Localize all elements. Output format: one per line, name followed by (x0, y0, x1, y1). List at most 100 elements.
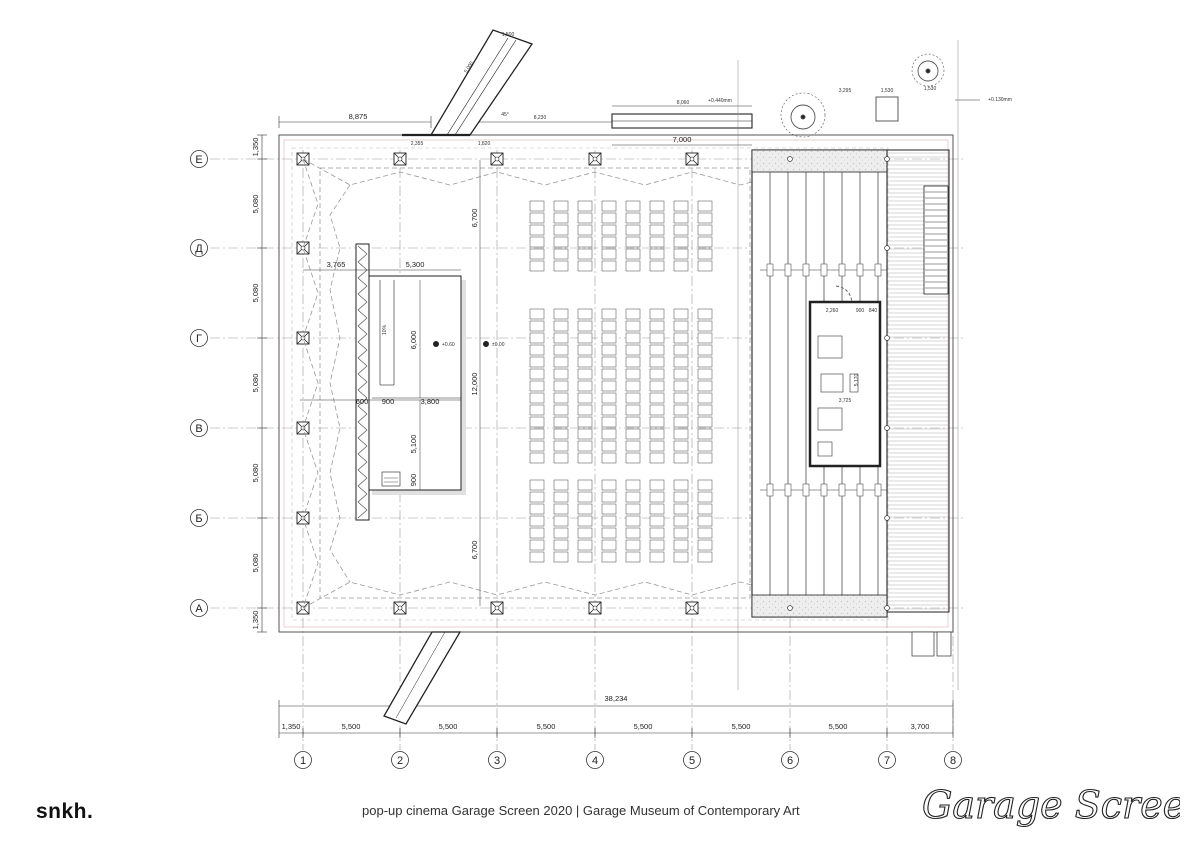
seat (529, 416, 545, 428)
seat (673, 332, 689, 344)
seat (649, 320, 665, 332)
dim-stage-c: 3,800 (421, 397, 440, 406)
level-stage: +0.60 (442, 342, 455, 348)
dim-top-left: 8,875 (349, 112, 368, 121)
seat (649, 212, 665, 224)
seat (577, 527, 593, 539)
seat (697, 527, 713, 539)
seat (529, 503, 545, 515)
dim-row-span-6: 5,080 (251, 554, 260, 573)
axis-row-a: А (190, 599, 208, 617)
seat (529, 320, 545, 332)
column-marker-icon (588, 601, 602, 615)
dim-stage-height: 6,000 (409, 331, 418, 350)
seat (697, 212, 713, 224)
dim-col-span-4: 5,500 (537, 722, 556, 731)
seat (697, 452, 713, 464)
screen-truss (355, 243, 370, 521)
seat (625, 491, 641, 503)
seat (553, 491, 569, 503)
level-marker-icon (483, 341, 489, 347)
seat (601, 380, 617, 392)
seat (673, 527, 689, 539)
dim-stage-d: 5,100 (409, 435, 418, 454)
column-marker-icon (393, 601, 407, 615)
bleacher-posts (787, 156, 890, 611)
seat (601, 392, 617, 404)
seat (649, 404, 665, 416)
svg-text:Г: Г (196, 333, 202, 345)
seat (529, 224, 545, 236)
seat (673, 440, 689, 452)
seat (625, 404, 641, 416)
seat (529, 368, 545, 380)
seat (577, 260, 593, 272)
seat (649, 503, 665, 515)
axis-col-1: 1 (294, 751, 312, 769)
seat (625, 416, 641, 428)
seat (577, 539, 593, 551)
seat (529, 212, 545, 224)
seat (553, 479, 569, 491)
slope-stage: 10% (382, 324, 388, 335)
seat (649, 539, 665, 551)
seat (649, 368, 665, 380)
seat (601, 452, 617, 464)
dim-row-span-1: 1,350 (251, 138, 260, 157)
seat (601, 404, 617, 416)
entrance-kiosk (875, 96, 899, 122)
dim-booth-e: 5,170 (854, 374, 860, 387)
seat (529, 308, 545, 320)
seat (649, 260, 665, 272)
seat (529, 332, 545, 344)
seat (673, 416, 689, 428)
seat (577, 224, 593, 236)
dim-booth-b: 900 (856, 308, 865, 314)
seat (577, 356, 593, 368)
seat (649, 428, 665, 440)
stage-dimensions (300, 160, 481, 606)
left-dimensions (257, 134, 267, 633)
axis-row-d: Д (190, 239, 208, 257)
seat (697, 200, 713, 212)
axis-col-2: 2 (391, 751, 409, 769)
seat (577, 479, 593, 491)
column-marker-icon (685, 152, 699, 166)
seat (649, 332, 665, 344)
dim-aisle-mid: 12,000 (470, 373, 479, 396)
seat (697, 515, 713, 527)
seat (625, 452, 641, 464)
seat (553, 224, 569, 236)
stage-platform (366, 275, 466, 495)
seat (553, 551, 569, 563)
level-marker-icon (433, 341, 439, 347)
dim-row-span-4: 5,080 (251, 374, 260, 393)
dim-stage-left: 3,765 (327, 260, 346, 269)
seat (673, 392, 689, 404)
seat (697, 380, 713, 392)
seat (697, 539, 713, 551)
seat (553, 248, 569, 260)
dim-ramp-angle: 45° (501, 112, 509, 118)
seat (649, 200, 665, 212)
seat (601, 308, 617, 320)
seat (673, 491, 689, 503)
svg-text:6: 6 (787, 755, 793, 767)
seat (601, 212, 617, 224)
seat (649, 224, 665, 236)
seat (577, 416, 593, 428)
seat (529, 527, 545, 539)
seat (649, 416, 665, 428)
seat (625, 260, 641, 272)
seat (553, 200, 569, 212)
seat (625, 320, 641, 332)
seat (601, 332, 617, 344)
seat (553, 428, 569, 440)
seat (697, 320, 713, 332)
seat (625, 308, 641, 320)
level-hall: ±0.00 (492, 342, 505, 348)
svg-text:2: 2 (397, 755, 403, 767)
seat (553, 236, 569, 248)
seat (673, 320, 689, 332)
